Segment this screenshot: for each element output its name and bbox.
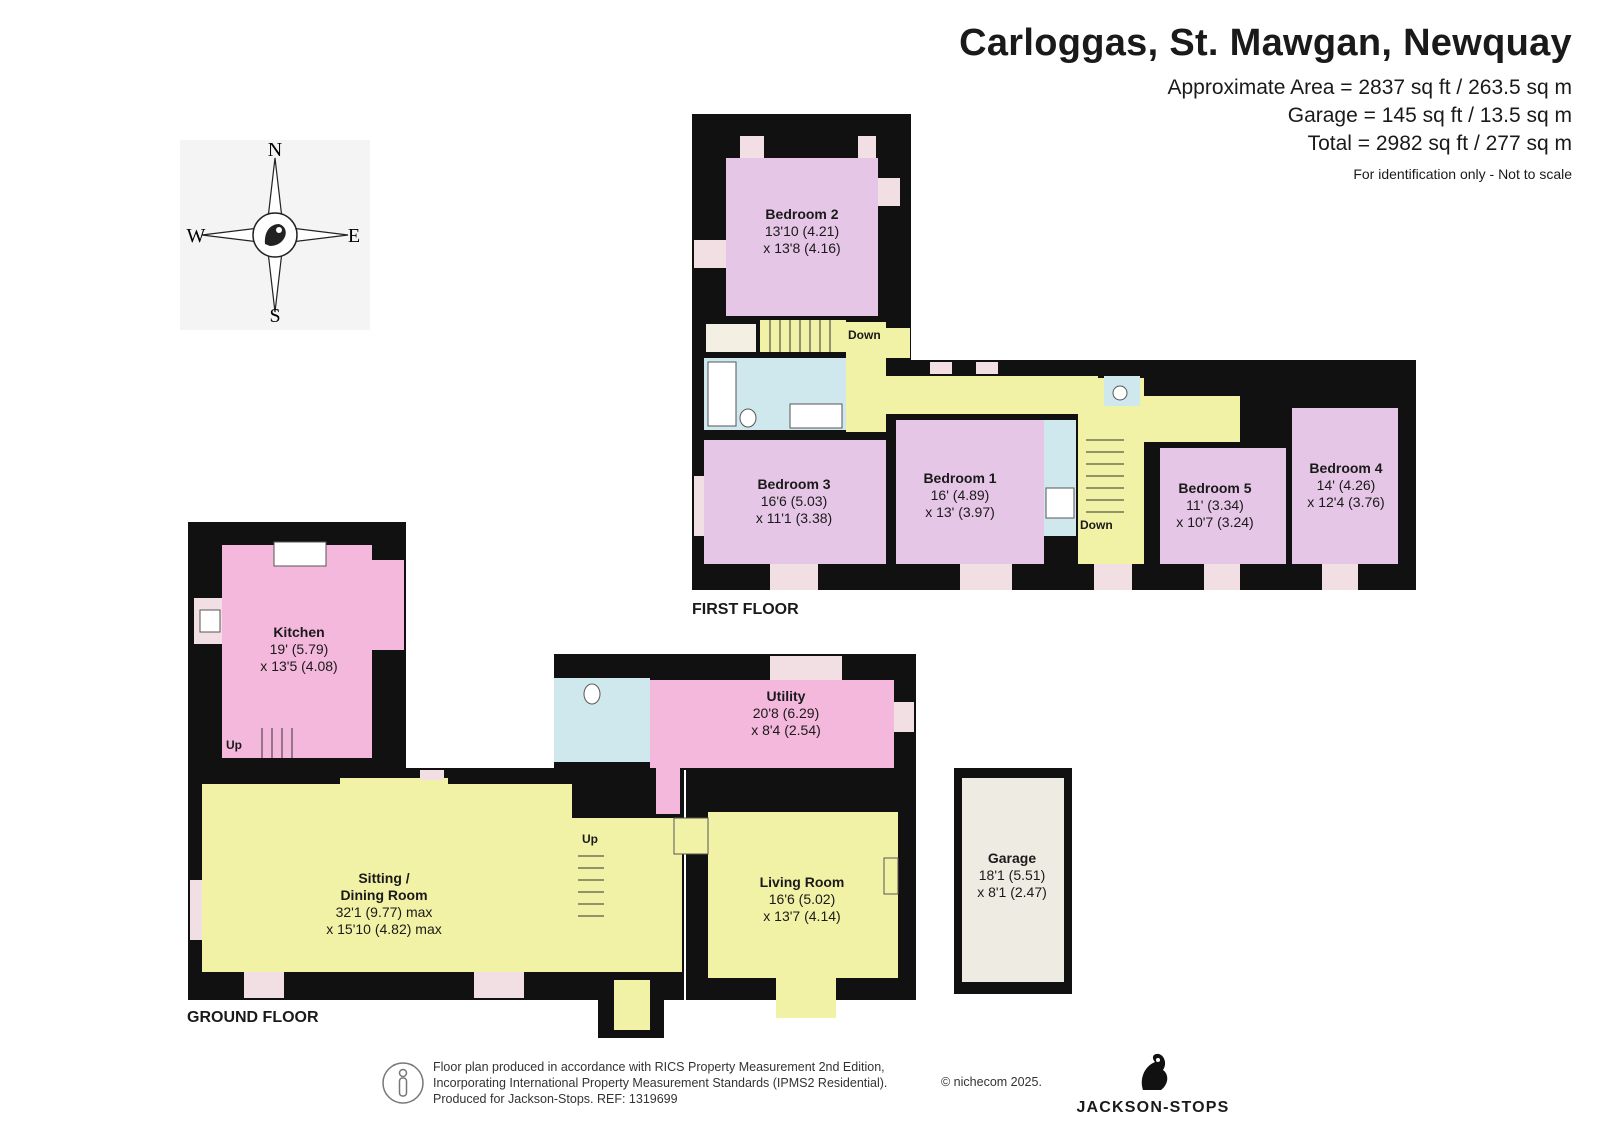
jackson-stops-emblem-icon — [1141, 1053, 1168, 1090]
kitchen-area — [222, 545, 372, 758]
landing-area — [886, 376, 1098, 414]
bedroom-1-area — [896, 420, 1044, 564]
property-title: Carloggas, St. Mawgan, Newquay — [959, 22, 1572, 64]
garage-area: Garage = 145 sq ft / 13.5 sq m — [1287, 104, 1572, 127]
bedroom-4-area — [1292, 408, 1398, 564]
stairs-up-mark-kitchen: Up — [226, 738, 242, 752]
disclaimer-note: For identification only - Not to scale — [1353, 166, 1572, 182]
bedroom-2-area — [726, 158, 878, 316]
bedroom-5-area — [1160, 448, 1286, 564]
approx-area: Approximate Area = 2837 sq ft / 263.5 sq… — [1167, 76, 1573, 99]
ground-floor-label: GROUND FLOOR — [187, 1009, 319, 1026]
measurement-standard-icon — [382, 1062, 424, 1104]
garage-area — [962, 778, 1064, 982]
compass-rose-icon: N S W E — [180, 140, 370, 330]
bedroom-3-area — [704, 440, 886, 564]
compass-n: N — [268, 140, 282, 161]
total-area: Total = 2982 sq ft / 277 sq m — [1307, 132, 1572, 155]
living-room-area — [708, 812, 898, 978]
jackson-stops-logo: JACKSON-STOPS — [1073, 1050, 1233, 1117]
footer-notes: Floor plan produced in accordance with R… — [433, 1060, 888, 1106]
compass-e: E — [348, 225, 360, 247]
copyright-note: © nichecom 2025. — [941, 1075, 1042, 1089]
stairs-down-mark-top: Down — [848, 328, 881, 342]
utility-area — [650, 680, 894, 768]
compass-s: S — [269, 305, 280, 327]
ground-floor-plan — [188, 522, 1072, 1038]
stairs-down-mark-landing: Down — [1080, 518, 1113, 532]
first-floor-label: FIRST FLOOR — [692, 601, 799, 618]
compass-w: W — [187, 225, 206, 247]
first-floor-plan — [692, 114, 1416, 590]
stairs-up-mark-hall: Up — [582, 832, 598, 846]
hall-area — [572, 818, 682, 972]
